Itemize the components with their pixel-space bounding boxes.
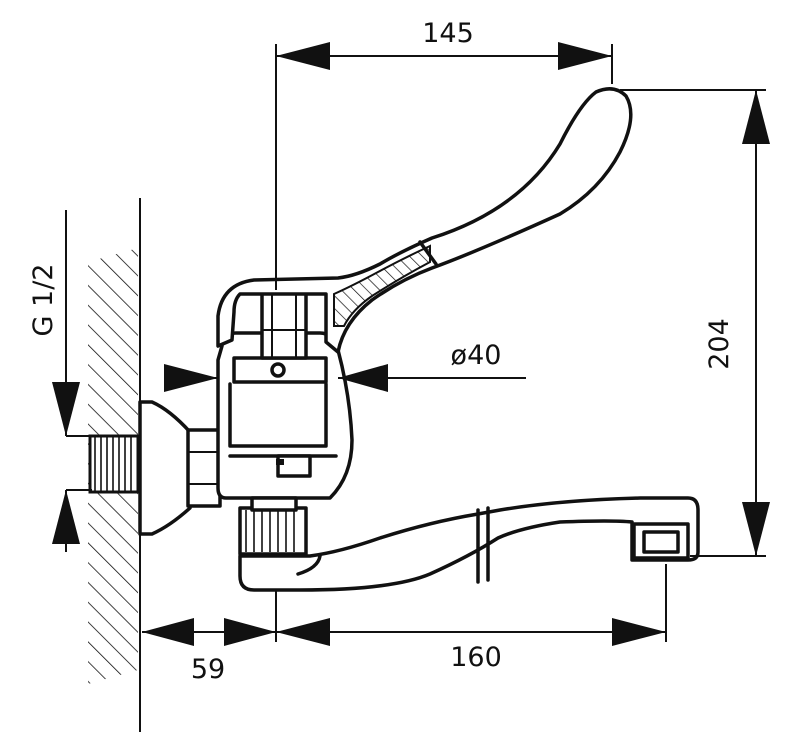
valve-cartridge <box>228 382 328 448</box>
lever-handle <box>216 87 633 354</box>
dimension-diameter: ø40 <box>164 340 526 392</box>
dimension-160: 160 <box>276 564 667 673</box>
dimension-label-160: 160 <box>450 642 502 673</box>
dimension-label-diameter: ø40 <box>451 340 502 371</box>
valve-stem <box>260 288 308 360</box>
wall-flange <box>138 400 192 536</box>
dimension-label-145: 145 <box>422 18 474 49</box>
dimension-label-thread: G 1/2 <box>28 264 59 337</box>
lever-section-hatch <box>333 244 431 327</box>
valve-slot <box>276 454 312 478</box>
valve-slot-mark <box>276 459 284 465</box>
spout-swivel <box>238 496 308 556</box>
dimension-thread: G 1/2 <box>28 210 92 552</box>
inlet-thread <box>88 434 140 494</box>
aerator <box>632 522 690 560</box>
dimension-label-59: 59 <box>191 654 225 685</box>
dimension-59: 59 <box>142 590 277 685</box>
dimension-label-204: 204 <box>704 318 735 370</box>
lever-break <box>418 240 438 266</box>
spout <box>238 496 700 592</box>
spout-break <box>476 506 490 584</box>
dimension-204: 204 <box>620 89 770 557</box>
dimension-145: 145 <box>275 18 613 290</box>
hex-nut <box>186 428 222 508</box>
spout-inner-line <box>296 554 322 576</box>
bonnet-screw <box>270 362 286 378</box>
